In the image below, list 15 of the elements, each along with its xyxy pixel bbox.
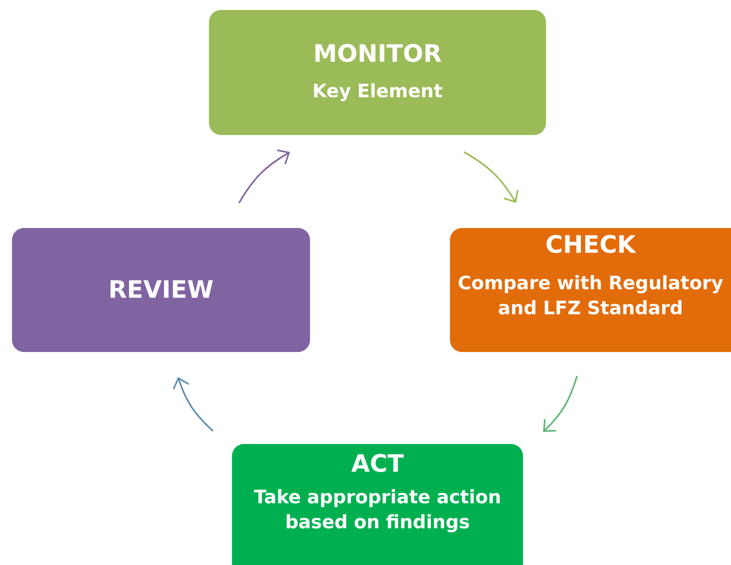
arrow: [172, 377, 214, 432]
process-box: [209, 10, 546, 135]
box-title: MONITOR: [315, 44, 442, 62]
box-title: CHECK: [546, 234, 636, 254]
arrow: [543, 376, 578, 432]
box-text: Compare with Regulatory and LFZ Standard: [458, 275, 723, 315]
process-box: [450, 228, 731, 352]
box-text: Take appropriate action based on findings: [254, 489, 500, 532]
box-title: REVIEW: [110, 280, 213, 298]
arrow: [238, 149, 290, 204]
process-box: [232, 444, 523, 565]
process-box: [12, 228, 310, 352]
box-title: ACT: [351, 454, 404, 472]
arrow: [464, 151, 518, 203]
box-text: Key Element: [314, 83, 442, 102]
